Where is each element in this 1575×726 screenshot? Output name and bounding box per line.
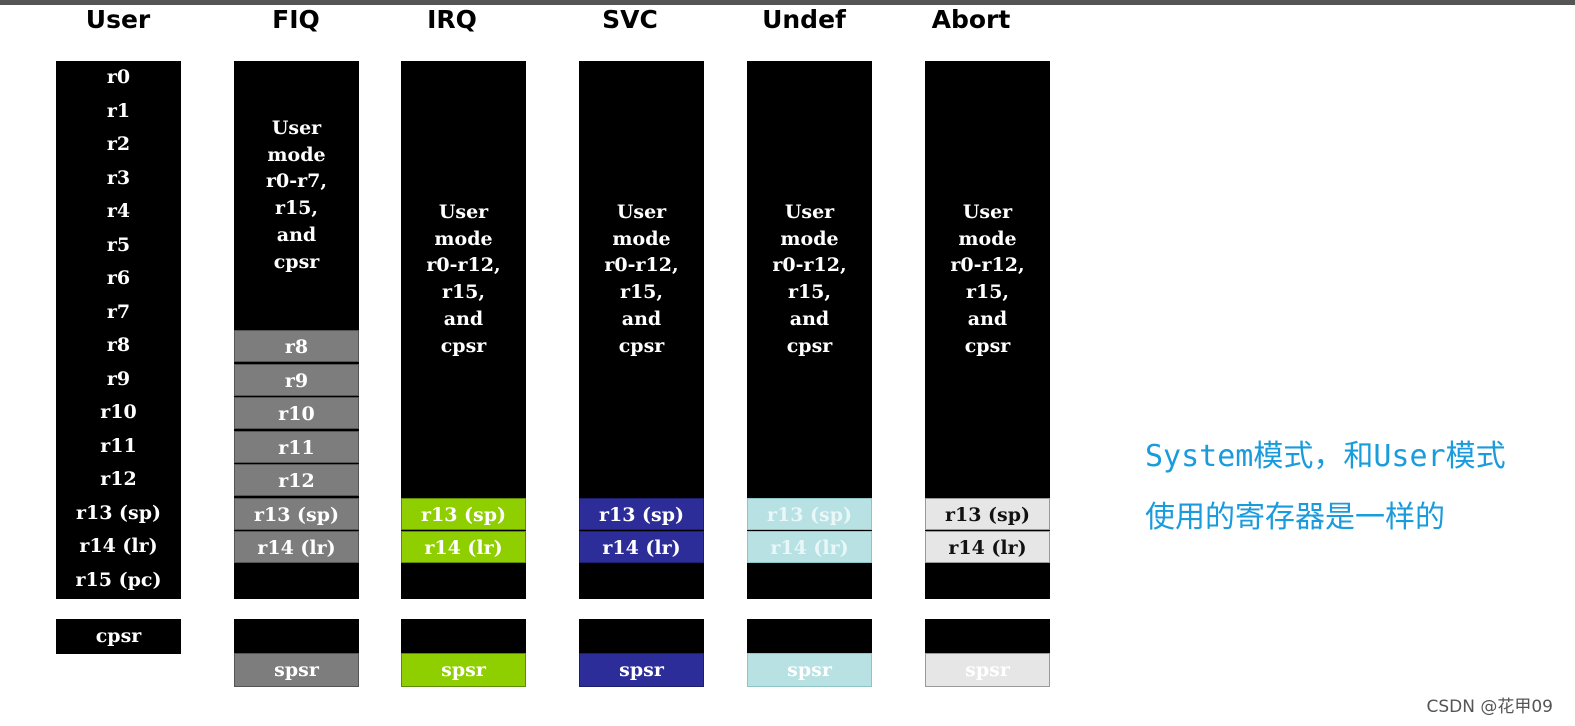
fiq-shared-line: mode xyxy=(267,143,326,166)
abort-banked-r13-sp: r13 (sp) xyxy=(925,497,1050,530)
svc-banked-r13-sp: r13 (sp) xyxy=(579,497,704,530)
header-undef: Undef xyxy=(762,5,846,34)
irq-shared-registers-text: User mode r0-r12, r15, and cpsr xyxy=(401,199,526,359)
header-svc: SVC xyxy=(602,5,658,34)
register-r9: r9 xyxy=(106,367,131,390)
abort-shared-line: r0-r12, xyxy=(950,254,1025,277)
svc-shared-line: mode xyxy=(612,227,671,250)
register-r15-pc: r15 (pc) xyxy=(75,568,162,591)
register-r6: r6 xyxy=(106,267,131,289)
register-r11: r11 xyxy=(100,434,137,457)
svc-shared-line: and xyxy=(621,307,662,330)
svc-register-column: User mode r0-r12, r15, and cpsr r13 (sp)… xyxy=(579,61,704,599)
svc-shared-line: r0-r12, xyxy=(604,254,679,277)
fiq-shared-line: User xyxy=(271,117,322,139)
fiq-spsr: spsr xyxy=(234,653,359,687)
fiq-shared-line: and xyxy=(276,223,317,246)
abort-status-block xyxy=(925,619,1050,654)
irq-banked-r14-lr: r14 (lr) xyxy=(401,531,526,563)
header-user: User xyxy=(85,5,151,34)
fiq-shared-line: cpsr xyxy=(273,250,320,273)
abort-shared-registers-text: User mode r0-r12, r15, and cpsr xyxy=(925,199,1050,359)
register-r13-sp: r13 (sp) xyxy=(75,501,162,524)
irq-shared-line: r0-r12, xyxy=(426,254,501,277)
undef-spsr: spsr xyxy=(747,653,872,687)
register-r12: r12 xyxy=(100,468,137,490)
svc-banked-r14-lr: r14 (lr) xyxy=(579,531,704,563)
undef-shared-registers-text: User mode r0-r12, r15, and cpsr xyxy=(747,199,872,359)
irq-banked-r13-sp: r13 (sp) xyxy=(401,497,526,530)
register-r8: r8 xyxy=(106,334,131,356)
header-fiq: FIQ xyxy=(272,5,320,34)
irq-status-block xyxy=(401,619,526,654)
abort-shared-line: mode xyxy=(958,227,1017,250)
fiq-status-block xyxy=(234,619,359,654)
fiq-banked-r10: r10 xyxy=(234,397,359,429)
watermark: CSDN @花甲09 xyxy=(1426,697,1553,717)
undef-shared-line: r0-r12, xyxy=(772,254,847,277)
header-irq: IRQ xyxy=(427,5,477,34)
undef-banked-r14-lr: r14 (lr) xyxy=(747,531,872,563)
register-r4: r4 xyxy=(106,200,131,222)
annotation-line-1: System模式，和User模式 xyxy=(1145,439,1506,474)
undef-status-block xyxy=(747,619,872,654)
svc-shared-registers-text: User mode r0-r12, r15, and cpsr xyxy=(579,199,704,359)
fiq-banked-r9: r9 xyxy=(234,363,359,396)
fiq-banked-r8: r8 xyxy=(234,330,359,362)
undef-shared-line: and xyxy=(789,307,830,330)
irq-shared-line: r15, xyxy=(441,281,486,304)
abort-shared-line: cpsr xyxy=(964,334,1011,357)
svc-spsr: spsr xyxy=(579,653,704,687)
fiq-banked-r12: r12 xyxy=(234,464,359,496)
undef-shared-line: mode xyxy=(780,227,839,250)
annotation-line-2: 使用的寄存器是一样的 xyxy=(1145,500,1445,535)
irq-shared-line: mode xyxy=(434,227,493,250)
abort-shared-line: and xyxy=(967,307,1008,330)
top-border xyxy=(0,0,1575,5)
register-r3: r3 xyxy=(106,166,131,189)
fiq-register-column: User mode r0-r7, r15, and cpsr r8 r9 r10… xyxy=(234,61,359,599)
svc-shared-line: User xyxy=(616,201,667,223)
abort-shared-line: r15, xyxy=(965,281,1010,304)
fiq-banked-r13-sp: r13 (sp) xyxy=(234,497,359,530)
header-abort: Abort xyxy=(931,5,1011,34)
fiq-banked-r14-lr: r14 (lr) xyxy=(234,531,359,563)
irq-shared-line: User xyxy=(438,201,489,223)
undef-shared-line: User xyxy=(784,201,835,223)
undef-banked-r13-sp: r13 (sp) xyxy=(747,497,872,530)
irq-shared-line: cpsr xyxy=(440,334,487,357)
register-r5: r5 xyxy=(106,233,131,256)
fiq-shared-line: r15, xyxy=(274,197,319,220)
register-r7: r7 xyxy=(106,300,131,323)
irq-register-column: User mode r0-r12, r15, and cpsr r13 (sp)… xyxy=(401,61,526,599)
register-r0: r0 xyxy=(106,66,131,88)
user-register-column: r0 r1 r2 r3 r4 r5 r6 r7 r8 r9 r10 r11 r1… xyxy=(56,61,181,599)
register-r1: r1 xyxy=(106,99,131,122)
abort-register-column: User mode r0-r12, r15, and cpsr r13 (sp)… xyxy=(925,61,1050,599)
abort-shared-line: User xyxy=(962,201,1013,223)
abort-banked-r14-lr: r14 (lr) xyxy=(925,531,1050,563)
undef-shared-line: r15, xyxy=(787,281,832,304)
fiq-banked-r11: r11 xyxy=(234,430,359,463)
undef-register-column: User mode r0-r12, r15, and cpsr r13 (sp)… xyxy=(747,61,872,599)
irq-shared-line: and xyxy=(443,307,484,330)
register-r2: r2 xyxy=(106,133,131,155)
user-cpsr: cpsr xyxy=(56,619,181,654)
abort-spsr: spsr xyxy=(925,653,1050,687)
svc-shared-line: r15, xyxy=(619,281,664,304)
register-r10: r10 xyxy=(100,401,137,423)
irq-spsr: spsr xyxy=(401,653,526,687)
svc-status-block xyxy=(579,619,704,654)
fiq-shared-line: r0-r7, xyxy=(266,170,327,193)
fiq-shared-registers-text: User mode r0-r7, r15, and cpsr xyxy=(234,115,359,275)
register-r14-lr: r14 (lr) xyxy=(79,535,158,557)
undef-shared-line: cpsr xyxy=(786,334,833,357)
svc-shared-line: cpsr xyxy=(618,334,665,357)
